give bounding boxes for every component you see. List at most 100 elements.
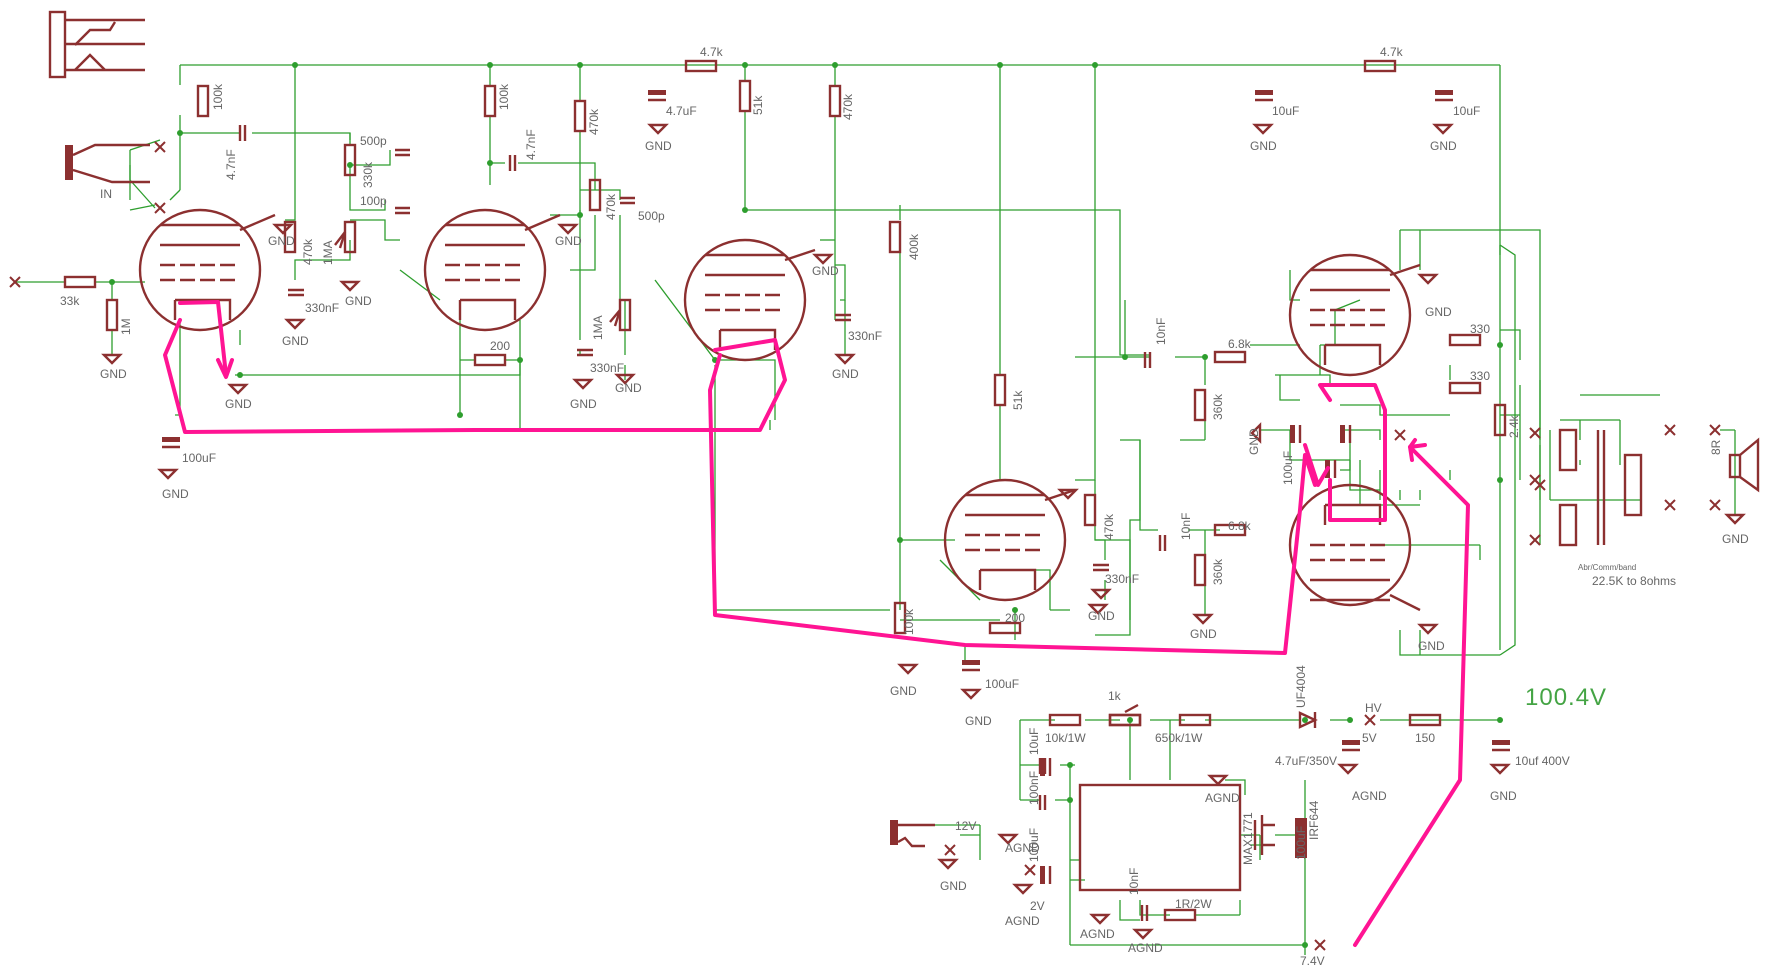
label-r-330-a: 330	[1470, 322, 1490, 336]
label-ic-max1771: MAX1771	[1241, 812, 1255, 865]
label-c-10uf-a: 10uF	[1272, 104, 1299, 118]
label-gnd-15: GND	[1425, 305, 1452, 319]
label-in: IN	[100, 187, 112, 201]
junctions	[109, 62, 1503, 948]
label-d-uf4004: UF4004	[1294, 665, 1308, 708]
label-pot-1ma-b: 1MA	[591, 315, 605, 340]
label-r-100k-c: 100k	[902, 608, 916, 635]
label-r-150: 150	[1415, 731, 1435, 745]
header-connector-icon	[48, 10, 145, 79]
label-r-33k: 33k	[60, 294, 80, 308]
signal-path-annotation	[163, 300, 1470, 947]
label-c-47uf350v: 4.7uF/350V	[1275, 754, 1337, 768]
label-r-4k7-top: 4.7k	[700, 45, 724, 59]
misc-symbols	[9, 10, 1760, 951]
label-gnd-13: GND	[162, 487, 189, 501]
label-c-100nf-a: 100nF	[1027, 771, 1041, 805]
label-r-470k-b: 470k	[841, 93, 855, 120]
label-hv: HV	[1365, 701, 1382, 715]
label-hv-voltage: 100.4V	[1525, 684, 1607, 711]
label-c-330nf-c: 330nF	[848, 329, 882, 343]
label-gnd-1: GND	[645, 139, 672, 153]
label-c-100uf-d: 100uF	[1027, 828, 1041, 862]
label-gnd-19: GND	[890, 684, 917, 698]
label-c-47uf: 4.7uF	[666, 104, 697, 118]
label-gnd-22: GND	[1418, 639, 1445, 653]
label-gnd-9: GND	[282, 334, 309, 348]
label-v-2v: 2V	[1030, 899, 1045, 913]
label-c-10nf-b: 10nF	[1179, 513, 1193, 540]
label-c-47nf-b: 4.7nF	[524, 129, 538, 160]
label-r-330-b: 330	[1470, 369, 1490, 383]
label-v-12v: 12V	[955, 819, 976, 833]
resistors	[63, 59, 1507, 922]
label-r-360k-a: 360k	[1211, 393, 1225, 420]
label-r-330k: 330k	[361, 161, 375, 188]
label-gnd-7: GND	[345, 294, 372, 308]
label-r-200-b: 200	[1005, 611, 1025, 625]
label-r-200-a: 200	[490, 339, 510, 353]
tube-v4-icon	[943, 478, 1076, 602]
label-r-650k1w: 650k/1W	[1155, 731, 1203, 745]
label-gnd-16: GND	[1247, 428, 1261, 455]
output-transformer-icon	[1558, 428, 1643, 547]
label-c-330nf-b: 330nF	[590, 361, 624, 375]
label-r-1m: 1M	[119, 318, 133, 335]
capacitors	[238, 125, 1167, 921]
label-r-470k-a: 470k	[587, 108, 601, 135]
label-v-small: 5V	[1362, 731, 1377, 745]
label-c-10uf400v: 10uf 400V	[1515, 754, 1570, 768]
label-gnd-8: GND	[100, 367, 127, 381]
label-c-100uf-a: 100uF	[182, 451, 216, 465]
label-agnd-6: AGND	[1128, 941, 1163, 955]
labels: 4.7k 4.7k 100k 100k 470k 51k 470k 4.7uF …	[60, 45, 1749, 967]
label-gnd-4: GND	[268, 234, 295, 248]
label-r-10k1w: 10k/1W	[1045, 731, 1086, 745]
label-gnd-12: GND	[615, 381, 642, 395]
label-r-51k-a: 51k	[751, 95, 765, 115]
label-gnd-3: GND	[1430, 139, 1457, 153]
label-r-100k-b: 100k	[497, 83, 511, 110]
vacuum-tubes	[138, 208, 1421, 612]
label-c-10uf-b: 10uF	[1453, 104, 1480, 118]
label-c-330nf-d: 330nF	[1105, 572, 1139, 586]
label-c-100uf-b: 100uF	[985, 677, 1019, 691]
label-r-470k-d: 470k	[301, 238, 315, 265]
input-jack-icon	[65, 143, 150, 184]
label-r-6k8-b: 6.8k	[1228, 519, 1252, 533]
label-agnd-1: AGND	[1352, 789, 1387, 803]
label-gnd-2: GND	[1250, 139, 1277, 153]
label-r-100k-a: 100k	[211, 83, 225, 110]
label-agnd-2: AGND	[1205, 791, 1240, 805]
label-gnd-14: GND	[832, 367, 859, 381]
label-spk-8r: 8R	[1709, 439, 1723, 455]
tube-v1-icon	[138, 208, 276, 332]
label-gnd-21: GND	[1190, 627, 1217, 641]
label-r-1k: 1k	[1108, 689, 1122, 703]
label-gnd-6: GND	[812, 264, 839, 278]
label-r-360k-b: 360k	[1211, 558, 1225, 585]
label-c-330nf-a: 330nF	[305, 301, 339, 315]
label-gnd-5: GND	[555, 234, 582, 248]
diode-icon	[1298, 711, 1318, 729]
tube-v2-icon	[423, 208, 561, 332]
label-r-51k-b: 51k	[1011, 390, 1025, 410]
label-c-10nf-c: 10nF	[1127, 868, 1141, 895]
power-jack-icon	[890, 820, 935, 848]
tube-v5-icon	[1288, 253, 1421, 377]
label-gnd-23: GND	[1490, 789, 1517, 803]
mosfet-icon	[1253, 815, 1275, 855]
label-r-6k8-a: 6.8k	[1228, 337, 1252, 351]
label-agnd-5: AGND	[1080, 927, 1115, 941]
speaker-icon	[1728, 437, 1760, 493]
tube-v6-icon	[1288, 483, 1421, 612]
label-gnd-17: GND	[1722, 532, 1749, 546]
potentiometers	[334, 220, 1142, 727]
label-gnd-18: GND	[1088, 609, 1115, 623]
label-c-100p: 100p	[360, 194, 387, 208]
label-c-100uf-c: 100uF	[1281, 451, 1295, 485]
tube-v3-icon	[683, 238, 816, 362]
label-gnd-20: GND	[965, 714, 992, 728]
label-c-47nf-a: 4.7nF	[224, 149, 238, 180]
